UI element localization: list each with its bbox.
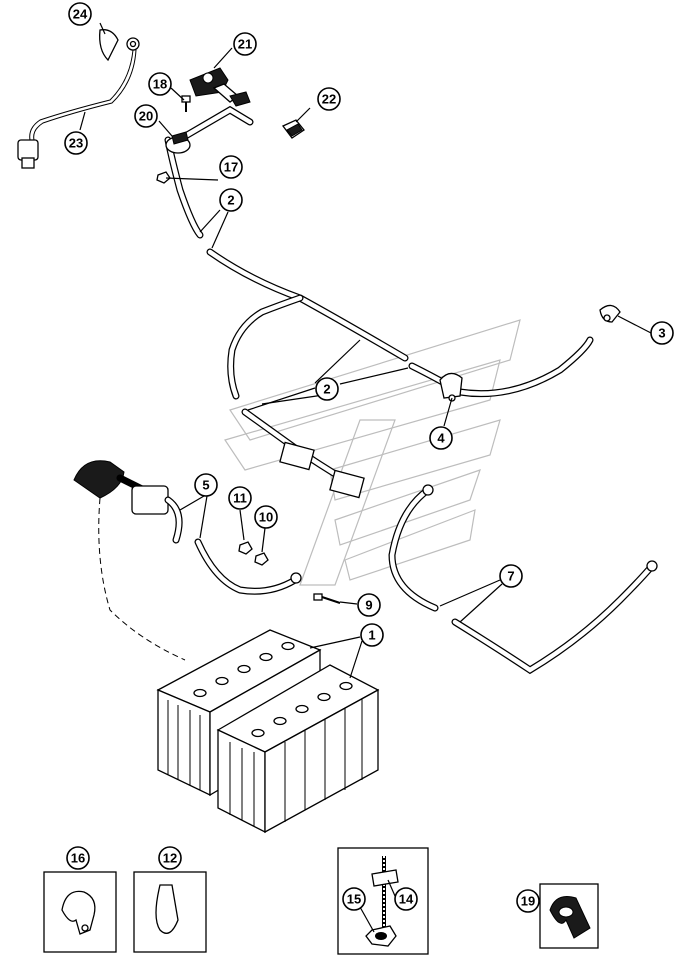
bolt-part-9	[313, 593, 341, 604]
callout-5-label: 5	[202, 478, 209, 493]
callout-7-label: 7	[507, 569, 514, 584]
callout-12-label: 12	[163, 851, 177, 866]
callout-9: 9	[357, 593, 381, 617]
callout-18-label: 18	[153, 77, 167, 92]
callout-5: 5	[194, 473, 218, 497]
terminal-part-3	[599, 304, 621, 323]
callout-18: 18	[148, 72, 172, 96]
callout-1: 1	[360, 623, 384, 647]
inset-clamp-16	[43, 871, 117, 953]
cable-clamp-part-4	[439, 372, 463, 402]
callout-11: 11	[228, 486, 252, 510]
callout-22-label: 22	[322, 92, 336, 107]
dashed-route-line	[98, 497, 186, 661]
callout-19-label: 19	[521, 894, 535, 909]
watermark-logo	[224, 319, 521, 586]
callout-22: 22	[317, 87, 341, 111]
callout-16: 16	[66, 846, 90, 870]
inset-strap-12	[133, 871, 207, 953]
callout-10-label: 10	[259, 510, 273, 525]
callout-21-label: 21	[238, 37, 252, 52]
callout-2-top: 2	[219, 188, 243, 212]
callout-10: 10	[254, 505, 278, 529]
callout-23-label: 23	[69, 136, 83, 151]
callout-2-middle-label: 2	[323, 382, 330, 397]
washer-part-10	[254, 552, 269, 566]
main-harness-cable	[206, 248, 594, 499]
battery-cable-part-7	[388, 484, 658, 675]
leader-lines	[79, 22, 652, 933]
callout-14: 14	[394, 887, 418, 911]
callout-2-top-label: 2	[227, 193, 234, 208]
callout-12: 12	[158, 846, 182, 870]
callout-19: 19	[516, 889, 540, 913]
terminal-cap-part	[281, 119, 305, 139]
callout-17-label: 17	[224, 160, 238, 175]
nut-part-17	[156, 171, 171, 184]
callout-21: 21	[233, 32, 257, 56]
callout-3: 3	[650, 321, 674, 345]
callout-4-label: 4	[437, 431, 445, 446]
callout-1-label: 1	[368, 628, 375, 643]
callout-14-label: 14	[399, 892, 414, 907]
callout-4: 4	[429, 426, 453, 450]
callout-7: 7	[499, 564, 523, 588]
callout-15-label: 15	[347, 892, 361, 907]
callout-23: 23	[64, 131, 88, 155]
callout-9-label: 9	[365, 598, 372, 613]
inset-bracket-19	[539, 883, 599, 949]
upper-cable-assembly	[164, 91, 254, 239]
callout-2-middle: 2	[315, 377, 339, 401]
callout-3-label: 3	[658, 326, 665, 341]
bolt-part-18	[181, 95, 191, 112]
callout-20-label: 20	[139, 109, 153, 124]
nut-part-11	[238, 541, 253, 555]
battery-pair-part-1	[156, 629, 380, 834]
callout-15: 15	[342, 887, 366, 911]
callout-24: 24	[68, 2, 92, 26]
callout-24-label: 24	[73, 7, 88, 22]
callout-16-label: 16	[71, 851, 85, 866]
callout-20: 20	[134, 104, 158, 128]
ground-strap-part	[17, 29, 140, 169]
callout-11-label: 11	[233, 491, 247, 506]
battery-harness-part-5	[73, 460, 302, 595]
callout-17: 17	[219, 155, 243, 179]
